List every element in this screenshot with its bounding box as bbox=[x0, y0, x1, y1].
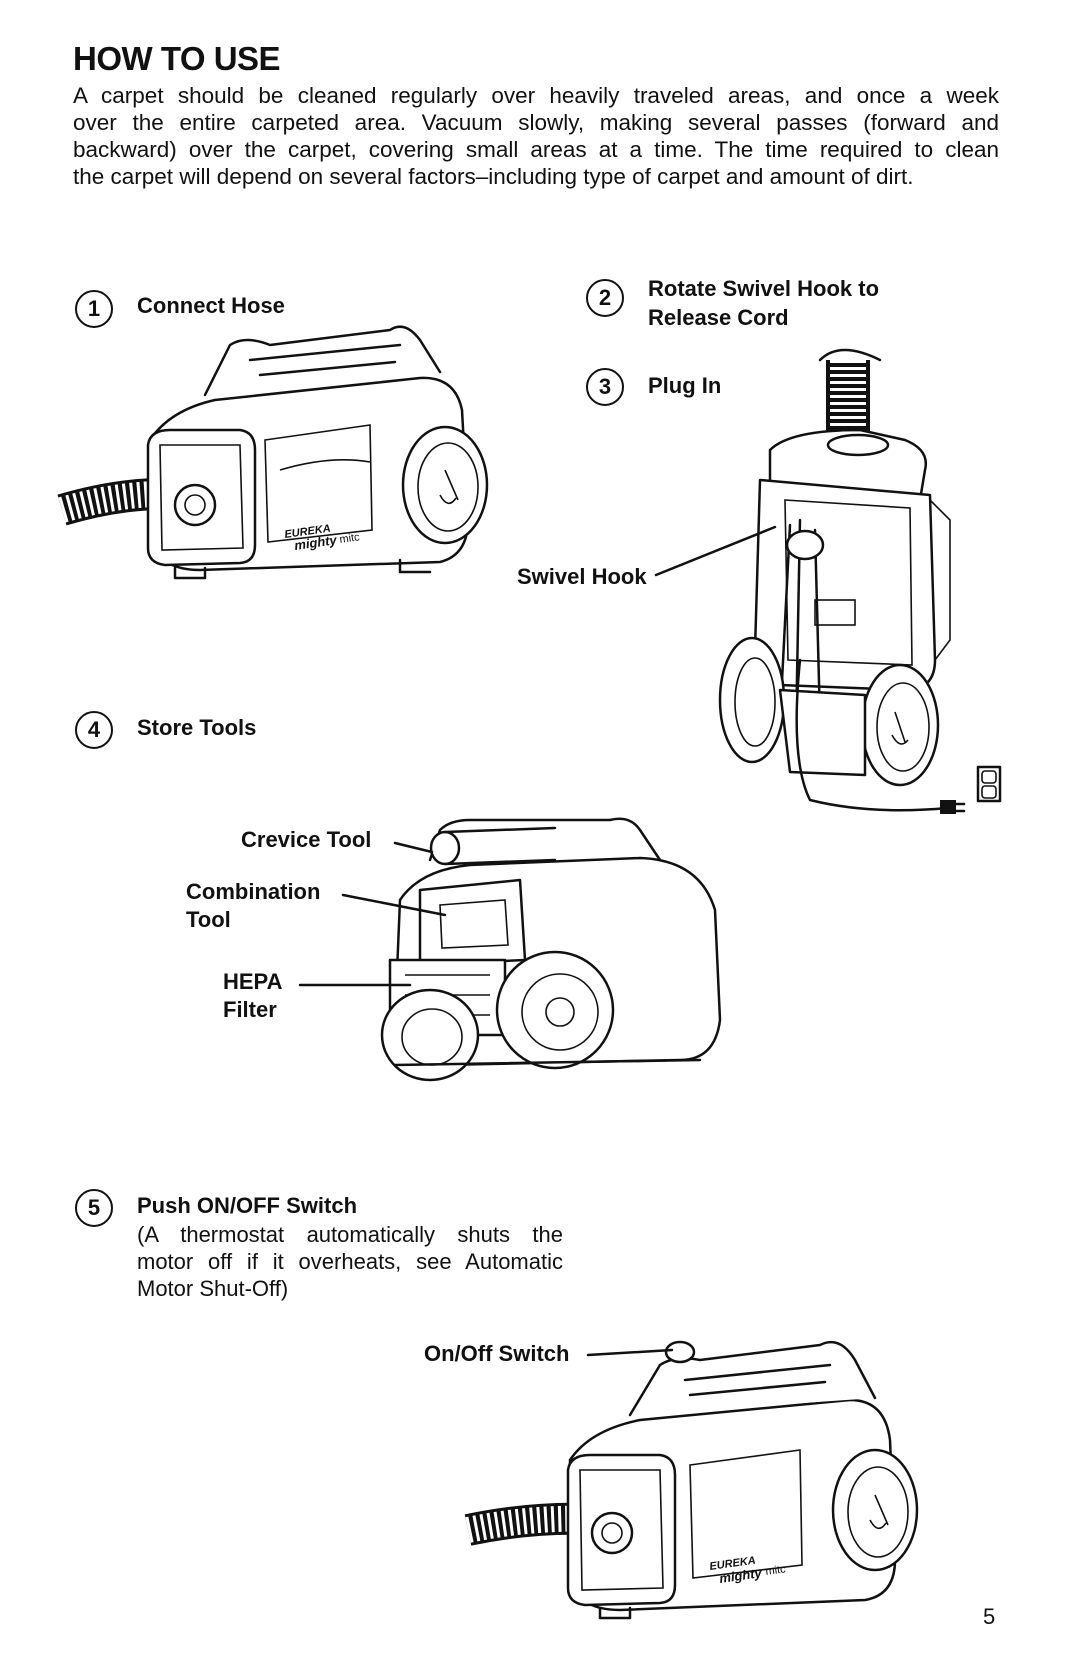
step-2-label-line: Release Cord bbox=[648, 305, 789, 330]
combination-tool-callout-line: Tool bbox=[186, 907, 231, 932]
mighty-logo-text: mighty bbox=[718, 1565, 763, 1586]
vacuum-store-tools-illustration bbox=[298, 817, 722, 1082]
step-5-note-line: motor off if it overheats, see Automatic bbox=[137, 1249, 563, 1274]
page-number: 5 bbox=[983, 1604, 996, 1629]
step-4-label: Store Tools bbox=[137, 715, 257, 740]
vacuum-swivel-hook-illustration bbox=[654, 348, 1002, 814]
on-off-switch-callout: On/Off Switch bbox=[424, 1341, 570, 1366]
step-number-5: 5 bbox=[75, 1189, 113, 1227]
hepa-filter-callout-line: HEPA bbox=[223, 969, 283, 994]
intro-line: A carpet should be cleaned regularly ove… bbox=[73, 83, 999, 108]
intro-line: the carpet will depend on several factor… bbox=[73, 164, 914, 189]
crevice-tool-callout: Crevice Tool bbox=[241, 827, 372, 852]
step-2-label-line: Rotate Swivel Hook to bbox=[648, 276, 880, 301]
step-3-label: Plug In bbox=[648, 373, 722, 398]
step-number-3: 3 bbox=[586, 368, 624, 406]
step-5-note: (A thermostat automatically shuts the mo… bbox=[137, 1221, 563, 1302]
intro-line: over the entire carpeted area. Vacuum sl… bbox=[73, 110, 999, 135]
step-5-label: Push ON/OFF Switch bbox=[137, 1193, 358, 1218]
hepa-filter-callout-line: Filter bbox=[223, 997, 277, 1022]
intro-paragraph: A carpet should be cleaned regularly ove… bbox=[73, 82, 999, 190]
page-title: HOW TO USE bbox=[73, 40, 281, 77]
step-5-note-line: (A thermostat automatically shuts the bbox=[137, 1222, 563, 1247]
hepa-filter-callout: HEPA Filter bbox=[223, 968, 283, 1024]
mitc-logo-text: mitc bbox=[339, 531, 361, 546]
vacuum-on-off-switch-illustration: EUREKA mighty mitc bbox=[464, 1340, 919, 1620]
intro-line: backward) over the carpet, covering smal… bbox=[73, 137, 999, 162]
combination-tool-callout-line: Combination bbox=[186, 879, 321, 904]
step-number-2: 2 bbox=[586, 279, 624, 317]
mighty-logo-text: mighty bbox=[293, 532, 338, 553]
step-1-label: Connect Hose bbox=[137, 293, 285, 318]
mitc-logo-text: mitc bbox=[765, 1563, 787, 1578]
step-5-note-line: Motor Shut-Off) bbox=[137, 1276, 289, 1301]
step-number-1: 1 bbox=[75, 290, 113, 328]
step-number-4: 4 bbox=[75, 711, 113, 749]
vacuum-connect-hose-illustration: EUREKA mighty mitc bbox=[57, 325, 489, 580]
combination-tool-callout: Combination Tool bbox=[186, 878, 320, 934]
swivel-hook-callout: Swivel Hook bbox=[517, 564, 647, 589]
step-2-label: Rotate Swivel Hook to Release Cord bbox=[648, 274, 879, 332]
